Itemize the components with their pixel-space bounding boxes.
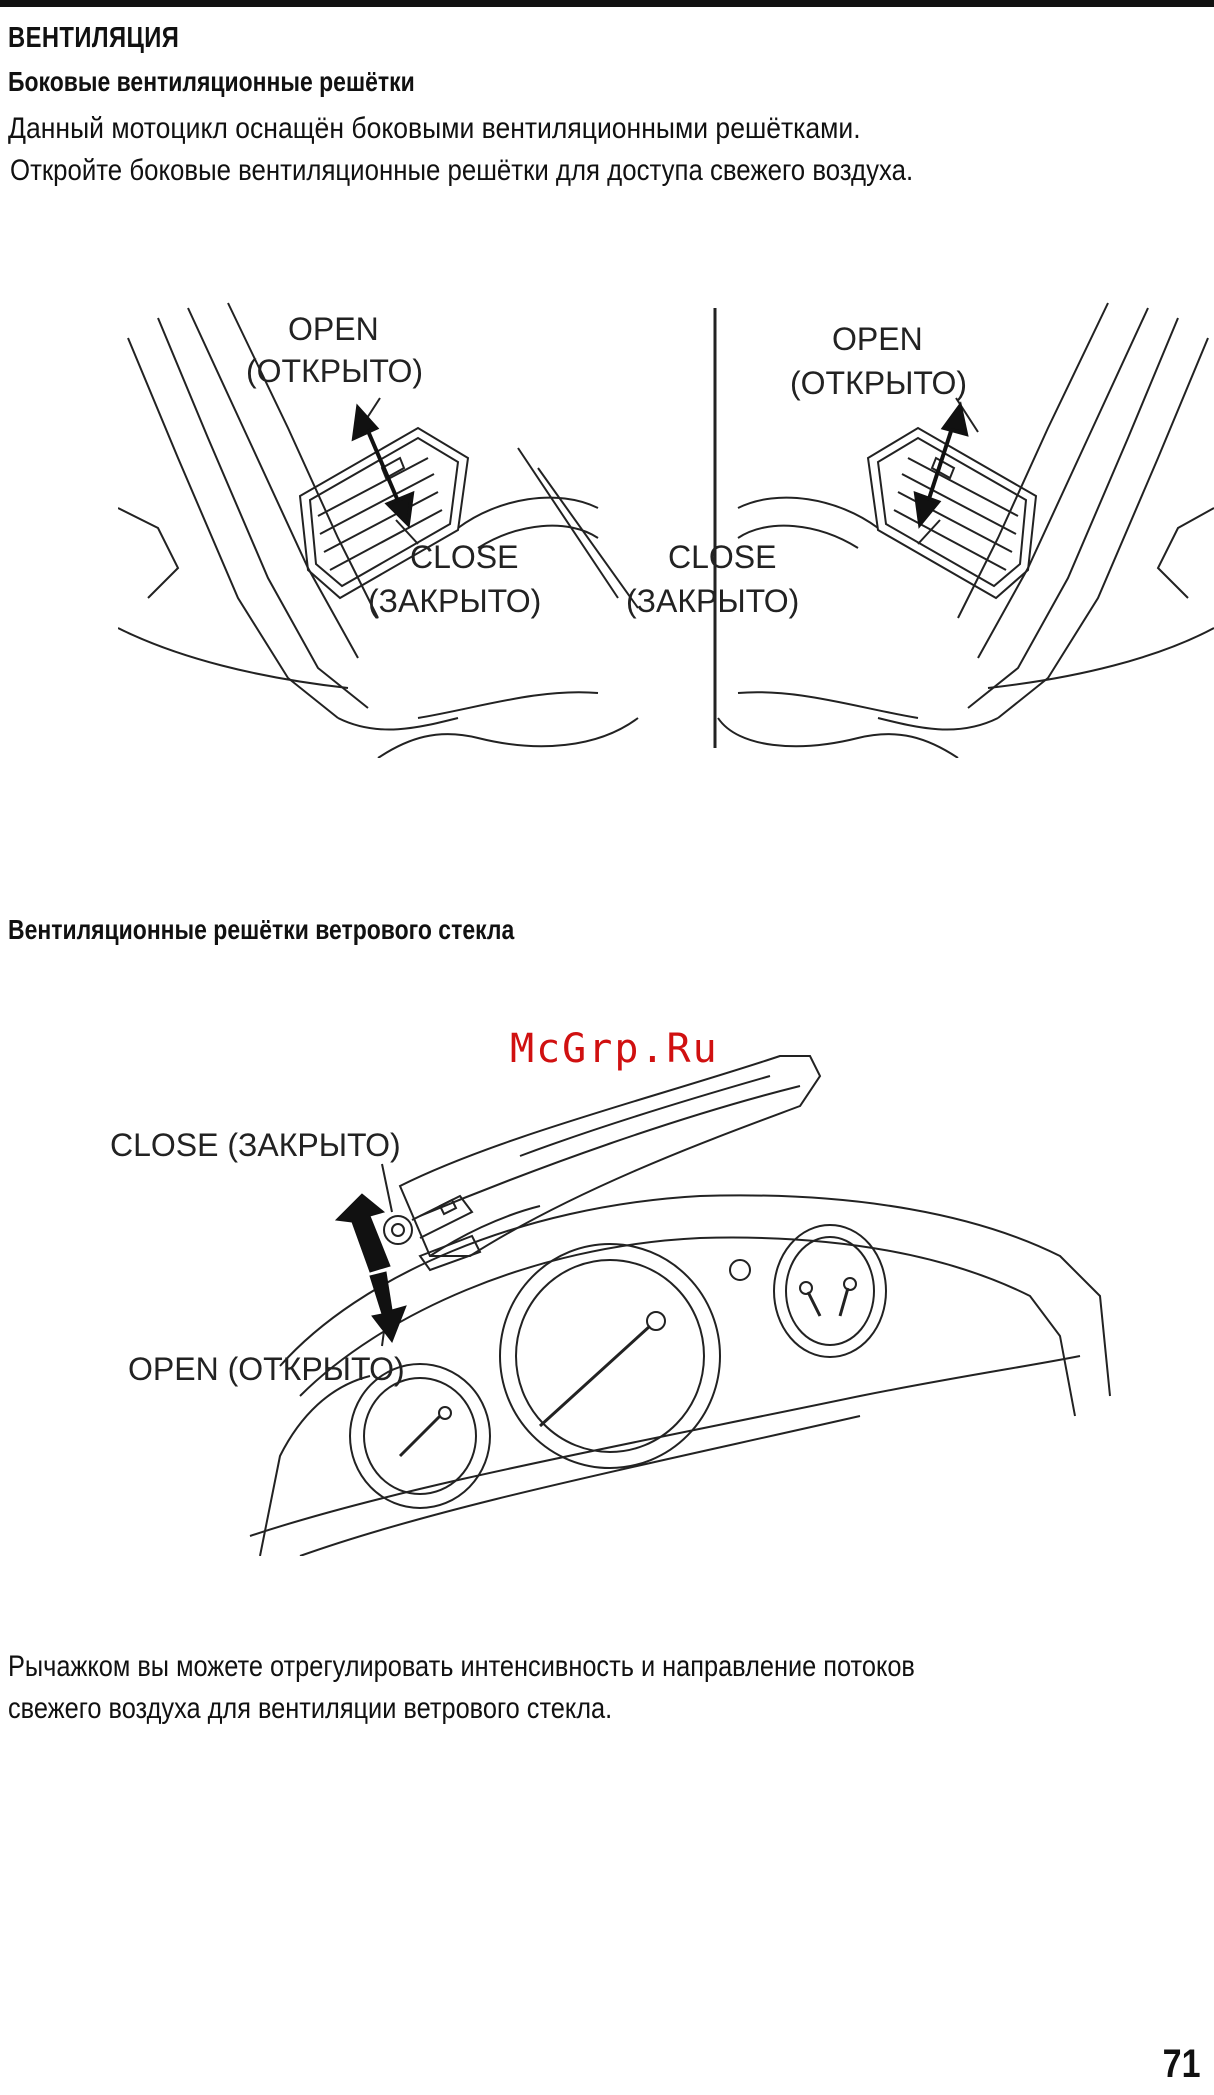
right-close-label-en: CLOSE: [668, 539, 776, 575]
left-close-label-ru: (ЗАКРЫТО): [368, 583, 541, 619]
windshield-close-label: CLOSE (ЗАКРЫТО): [110, 1127, 401, 1163]
watermark-text: McGrp.Ru: [510, 1026, 719, 1072]
right-open-label-ru: (ОТКРЫТО): [790, 365, 967, 401]
side-vents-heading: Боковые вентиляционные решётки: [8, 66, 415, 97]
left-close-label-en: CLOSE: [410, 539, 518, 575]
windshield-vents-text-line2: свежего воздуха для вентиляции ветрового…: [8, 1692, 613, 1725]
windshield-open-label: OPEN (ОТКРЫТО): [128, 1351, 405, 1387]
page-title: ВЕНТИЛЯЦИЯ: [8, 22, 180, 54]
right-open-label-en: OPEN: [832, 321, 923, 357]
left-open-label-ru: (ОТКРЫТО): [246, 353, 423, 389]
windshield-vents-text-line1: Рычажком вы можете отрегулировать интенс…: [8, 1650, 915, 1683]
page-number: 71: [1162, 2042, 1200, 2086]
right-close-label-ru: (ЗАКРЫТО): [626, 583, 799, 619]
side-vents-text-line1: Данный мотоцикл оснащён боковыми вентиля…: [8, 112, 861, 145]
left-open-label-en: OPEN: [288, 311, 379, 347]
side-vents-text-line2: Откройте боковые вентиляционные решётки …: [10, 154, 914, 187]
side-vents-illustration: OPEN (ОТКРЫТО) CLOSE (ЗАКРЫТО) OPEN (ОТК…: [118, 298, 1214, 758]
top-rule: [0, 0, 1214, 7]
windshield-vents-illustration: McGrp.Ru CLOSE (ЗАКРЫТО) OPEN (ОТКРЫТО): [100, 1016, 1214, 1556]
windshield-vents-heading: Вентиляционные решётки ветрового стекла: [8, 914, 515, 945]
